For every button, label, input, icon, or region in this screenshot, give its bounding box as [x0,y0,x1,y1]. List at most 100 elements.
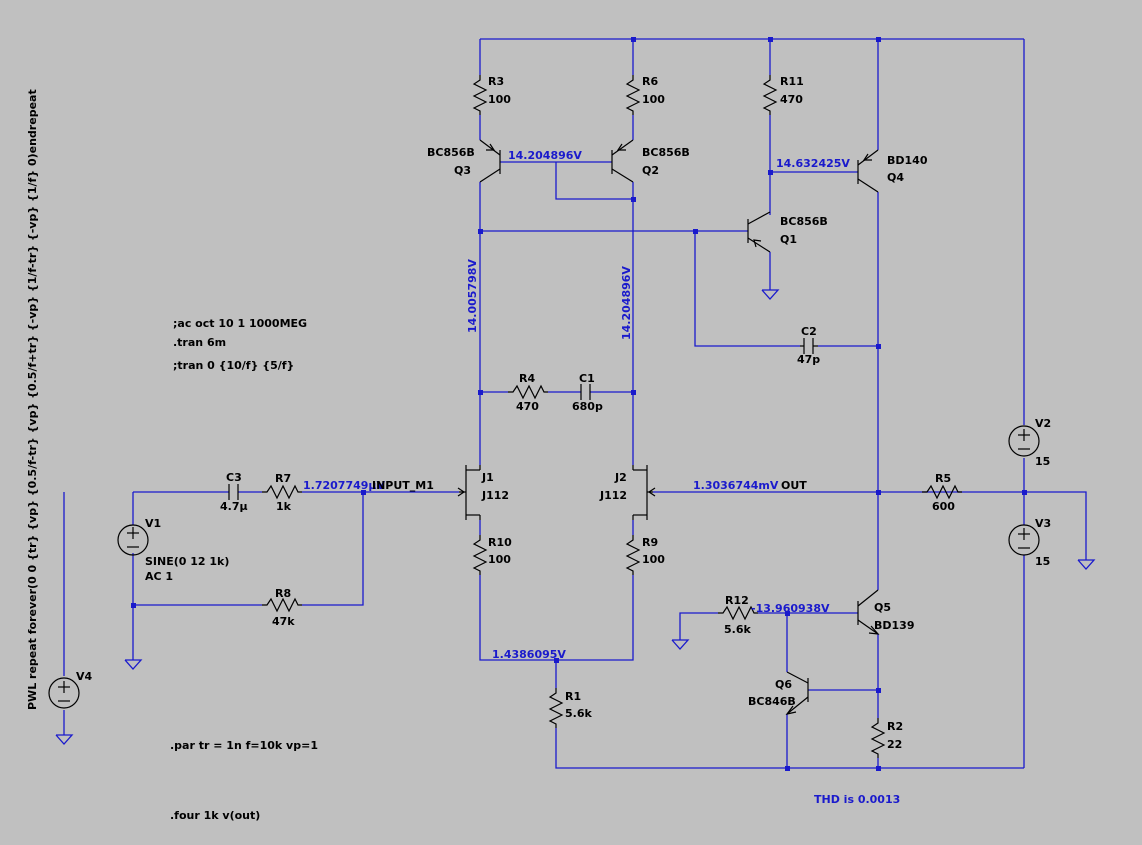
voltage-source-V4[interactable]: V4 PWL repeat forever(0 0 {tr} {vp} {0.5… [26,89,93,710]
svg-text:470: 470 [516,400,539,413]
resistor-R11[interactable]: R11 470 [762,75,804,115]
directive-tran: .tran 6m [173,336,226,349]
svg-text:R12: R12 [725,594,749,607]
svg-text:Q3: Q3 [454,164,471,177]
svg-text:C2: C2 [801,325,817,338]
spice-directives[interactable]: ;ac oct 10 1 1000MEG .tran 6m ;tran 0 {1… [170,317,318,822]
svg-text:100: 100 [488,553,511,566]
resistor-R7[interactable]: R7 1k [262,472,302,513]
svg-text:BD140: BD140 [887,154,928,167]
svg-text:R6: R6 [642,75,658,88]
transistor-Q1[interactable]: BC856B Q1 [747,211,828,253]
svg-text:BC856B: BC856B [780,215,828,228]
svg-text:Q5: Q5 [874,601,891,614]
resistor-R4[interactable]: R4 470 [508,372,548,413]
svg-text:R7: R7 [275,472,291,485]
svg-text:Q4: Q4 [887,171,904,184]
transistor-Q4[interactable]: BD140 Q4 [857,149,928,193]
svg-text:600: 600 [932,500,955,513]
svg-text:AC 1: AC 1 [145,570,173,583]
voltage-q2-collector: 14.204896V [620,266,633,340]
svg-text:R10: R10 [488,536,512,549]
svg-text:V3: V3 [1035,517,1051,530]
directive-param: .par tr = 1n f=10k vp=1 [170,739,318,752]
svg-text:5.6k: 5.6k [565,707,592,720]
capacitor-C2[interactable]: C2 47p [797,325,820,366]
svg-text:BC856B: BC856B [427,146,475,159]
svg-text:100: 100 [642,553,665,566]
svg-text:J112: J112 [481,489,509,502]
svg-text:V1: V1 [145,517,161,530]
svg-text:4.7µ: 4.7µ [220,500,248,513]
svg-text:R3: R3 [488,75,504,88]
resistor-R5[interactable]: R5 600 [922,472,962,513]
node-voltages: 14.204896V 14.632425V 14.005798V 14.2048… [303,149,850,661]
transistor-Q2[interactable]: BC856B Q2 [611,139,690,183]
svg-text:22: 22 [887,738,902,751]
resistor-R1[interactable]: R1 5.6k [548,688,592,728]
svg-text:BC846B: BC846B [748,695,796,708]
voltage-q3-collector: 14.005798V [466,259,479,333]
svg-text:5.6k: 5.6k [724,623,751,636]
net-label-input: INPUT_M1 [372,479,434,492]
voltage-input: 1.7207749µV [303,479,386,492]
svg-text:Q1: Q1 [780,233,797,246]
svg-text:R8: R8 [275,587,291,600]
v4-pwl-value: PWL repeat forever(0 0 {tr} {vp} {0.5/f-… [26,89,39,710]
ground-symbols [55,289,1096,745]
svg-text:R11: R11 [780,75,804,88]
thd-result: THD is 0.0013 [814,793,900,806]
svg-text:Q2: Q2 [642,164,659,177]
svg-text:680p: 680p [572,400,603,413]
svg-text:100: 100 [488,93,511,106]
svg-text:J2: J2 [614,471,627,484]
svg-text:1k: 1k [276,500,292,513]
voltage-source-V3[interactable]: V3 15 [1008,517,1051,568]
svg-text:C3: C3 [226,471,242,484]
resistor-R12[interactable]: R12 5.6k [718,594,758,636]
svg-text:V4: V4 [76,670,93,683]
directive-ac: ;ac oct 10 1 1000MEG [173,317,307,330]
svg-text:47p: 47p [797,353,820,366]
svg-text:C1: C1 [579,372,595,385]
transistor-Q6[interactable]: Q6 BC846B [748,671,809,715]
resistor-R2[interactable]: R2 22 [870,718,903,758]
voltage-q3-base: 14.204896V [508,149,582,162]
resistor-R8[interactable]: R8 47k [262,587,302,628]
directive-tran-alt: ;tran 0 {10/f} {5/f} [173,359,294,372]
voltage-source-V2[interactable]: V2 15 [1008,417,1051,468]
voltage-source-V1[interactable]: V1 SINE(0 12 1k) AC 1 [117,517,229,583]
jfet-J2[interactable]: J2 J112 [599,465,656,520]
transistor-Q3[interactable]: BC856B Q3 [427,139,501,183]
resistor-R3[interactable]: R3 100 [472,75,511,115]
voltage-out: 1.3036744mV [693,479,779,492]
resistor-R6[interactable]: R6 100 [625,75,665,115]
directive-four: .four 1k v(out) [170,809,260,822]
svg-text:Q6: Q6 [775,678,792,691]
svg-text:SINE(0 12 1k): SINE(0 12 1k) [145,555,229,568]
svg-text:15: 15 [1035,455,1050,468]
resistor-R10[interactable]: R10 100 [472,535,512,575]
voltage-tail: 1.4386095V [492,648,566,661]
svg-text:J1: J1 [481,471,494,484]
capacitor-C1[interactable]: C1 680p [572,372,603,413]
svg-text:V2: V2 [1035,417,1051,430]
svg-text:BD139: BD139 [874,619,914,632]
net-label-out: OUT [781,479,807,492]
resistor-R9[interactable]: R9 100 [625,535,665,575]
svg-text:R4: R4 [519,372,535,385]
svg-text:J112: J112 [599,489,627,502]
jfet-J1[interactable]: J1 J112 [457,465,509,520]
svg-text:470: 470 [780,93,803,106]
svg-text:15: 15 [1035,555,1050,568]
svg-text:R2: R2 [887,720,903,733]
capacitor-C3[interactable]: C3 4.7µ [220,471,248,513]
voltage-q4-base: 14.632425V [776,157,850,170]
svg-text:47k: 47k [272,615,295,628]
svg-text:100: 100 [642,93,665,106]
svg-text:R5: R5 [935,472,951,485]
transistor-Q5[interactable]: Q5 BD139 [857,589,914,635]
svg-text:R9: R9 [642,536,658,549]
voltage-q5-base: -13.960938V [751,602,830,615]
